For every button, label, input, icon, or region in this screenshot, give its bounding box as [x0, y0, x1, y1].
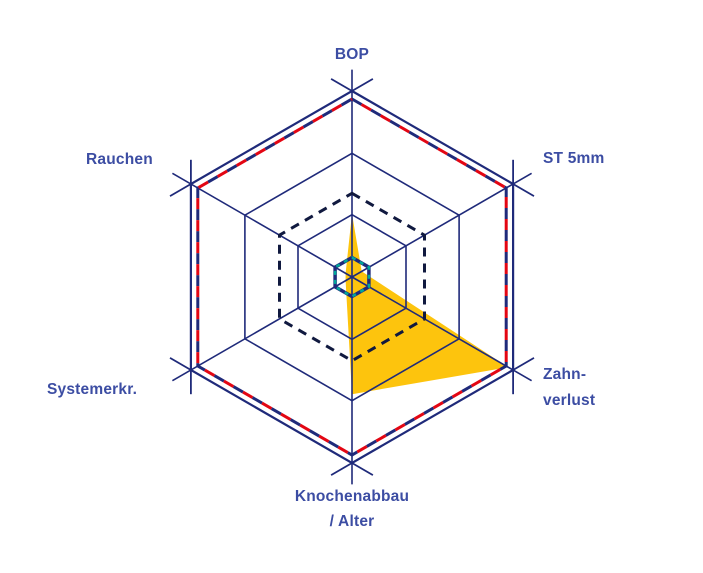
corner-mark — [351, 462, 374, 476]
axis-line — [351, 172, 532, 278]
axis-line — [171, 172, 353, 278]
corner-mark — [330, 462, 353, 476]
boundary-low-risk-center-hexagon-dash — [333, 256, 371, 298]
axis-label-zahnverlust-2: verlust — [543, 392, 596, 409]
axis-label-bop: BOP — [334, 46, 370, 63]
corner-mark — [169, 183, 192, 197]
corner-mark — [512, 183, 535, 197]
corner-mark — [512, 357, 535, 371]
axis-label-rauchen: Rauchen — [86, 151, 153, 168]
axis-label-knochenabbau-1: Knochenabbau — [294, 488, 410, 505]
axis-line — [171, 276, 353, 382]
boundary-moderate-risk-boundary — [278, 191, 426, 363]
axis-label-zahnverlust-1: Zahn- — [543, 366, 587, 383]
axis-label-knochenabbau-2: / Alter — [329, 513, 375, 530]
series-patient-risk-profile — [345, 213, 509, 395]
corner-mark — [330, 78, 353, 92]
axis-label-st5mm: ST 5mm — [543, 150, 605, 167]
boundary-high-risk-boundary — [196, 97, 508, 457]
axis-label-systemerkr: Systemerkr. — [47, 381, 138, 398]
corner-mark — [169, 357, 192, 371]
corner-mark — [351, 78, 374, 92]
axis-line — [351, 276, 532, 382]
